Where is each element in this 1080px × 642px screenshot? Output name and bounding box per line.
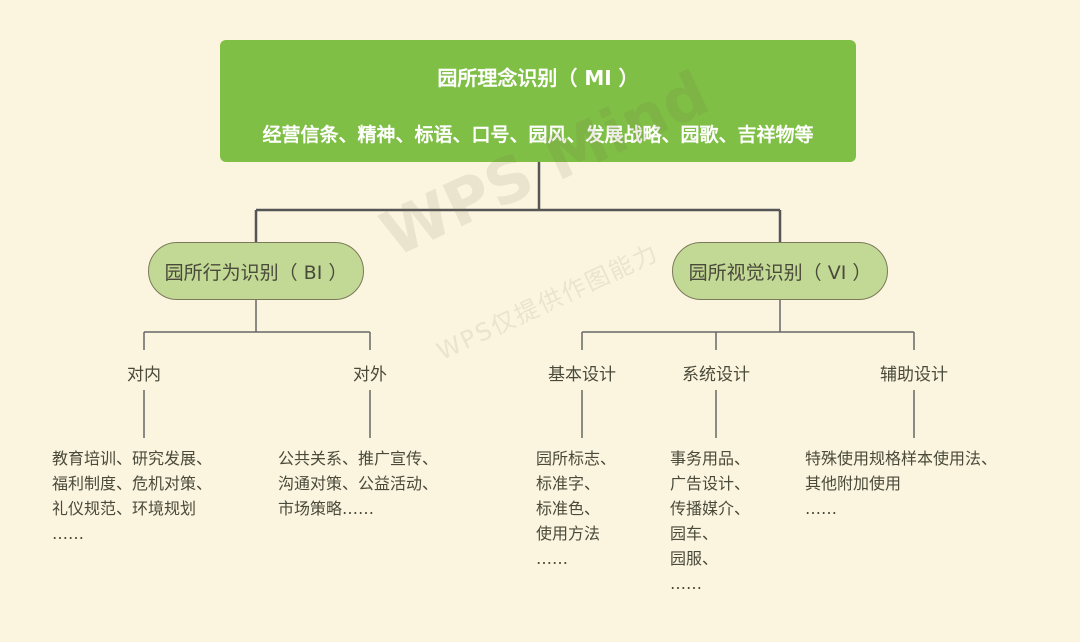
root-title: 园所理念识别（ MI ） xyxy=(437,66,639,90)
root-node-mi[interactable]: 园所理念识别（ MI ） 经营信条、精神、标语、口号、园风、发展战略、园歌、吉祥… xyxy=(220,40,856,162)
vi-auxiliary-detail: 特殊使用规格样本使用法、 其他附加使用 …… xyxy=(805,449,998,518)
node-bi-external[interactable]: 对外 xyxy=(353,365,387,385)
vi-basic-detail: 园所标志、 标准字、 标准色、 使用方法 …… xyxy=(536,449,617,568)
bi-internal-detail: 教育培训、研究发展、 福利制度、危机对策、 礼仪规范、环境规划 …… xyxy=(52,449,213,543)
node-vi-system[interactable]: 系统设计 xyxy=(682,365,750,385)
bi-external-detail: 公共关系、推广宣传、 沟通对策、公益活动、 市场策略…… xyxy=(278,449,439,518)
node-vi-basic[interactable]: 基本设计 xyxy=(548,365,616,385)
vi-system-detail: 事务用品、 广告设计、 传播媒介、 园车、 园服、 …… xyxy=(670,449,751,593)
node-bi-label: 园所行为识别（ BI ） xyxy=(164,261,348,284)
root-subtitle: 经营信条、精神、标语、口号、园风、发展战略、园歌、吉祥物等 xyxy=(262,124,814,146)
node-vi[interactable]: 园所视觉识别（ VI ） xyxy=(672,242,888,300)
node-bi[interactable]: 园所行为识别（ BI ） xyxy=(148,242,364,300)
node-vi-label: 园所视觉识别（ VI ） xyxy=(688,261,872,284)
node-vi-auxiliary[interactable]: 辅助设计 xyxy=(880,365,948,385)
node-bi-internal[interactable]: 对内 xyxy=(127,365,161,385)
